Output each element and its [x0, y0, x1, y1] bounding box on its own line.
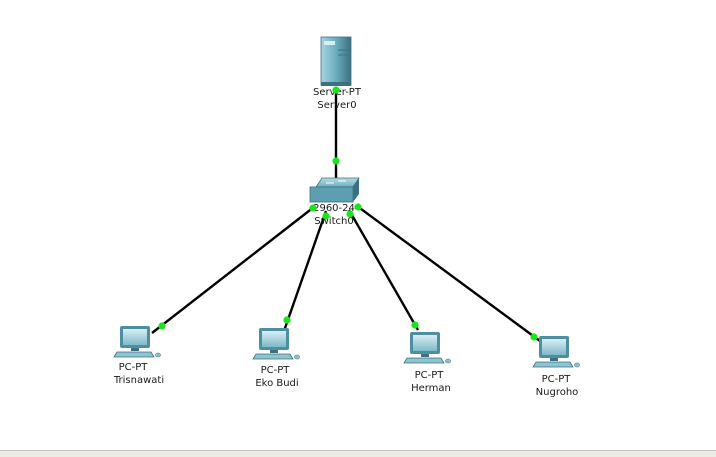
- server-name-label: Server0: [317, 100, 356, 111]
- server-device[interactable]: Server-PT Server0: [313, 36, 362, 111]
- port-up-dot: [530, 333, 538, 341]
- switch-icon: [309, 177, 360, 203]
- pc-device-eko-budi[interactable]: PC-PT Eko Budi: [252, 327, 300, 389]
- pc-icon: [532, 335, 580, 368]
- pc-device-nugroho[interactable]: PC-PT Nugroho: [532, 335, 580, 398]
- bottom-panel-edge: [0, 450, 716, 457]
- pc-name-label: Eko Budi: [255, 378, 298, 389]
- port-up-dot: [158, 322, 166, 330]
- port-up-dot: [322, 212, 330, 220]
- switch-device[interactable]: 2960-24 Switch0: [309, 177, 360, 227]
- pc-icon: [252, 327, 300, 360]
- pc-icon: [403, 331, 451, 364]
- pc-device-herman[interactable]: PC-PT Herman: [403, 331, 451, 394]
- pc-type-label: PC-PT: [119, 362, 149, 373]
- link-switch-pc-nugroho[interactable]: [356, 205, 541, 342]
- pc-name-label: Nugroho: [536, 387, 579, 398]
- pc-type-label: PC-PT: [415, 370, 445, 381]
- connections: [151, 88, 541, 342]
- port-up-dot: [411, 321, 419, 329]
- port-up-dot: [332, 157, 340, 165]
- link-switch-pc-trisnawati[interactable]: [151, 206, 315, 334]
- link-switch-pc-herman[interactable]: [347, 209, 420, 331]
- pc-name-label: Herman: [411, 383, 451, 394]
- pc-name-label: Trisnawati: [113, 375, 164, 386]
- port-up-dot: [283, 316, 291, 324]
- port-up-dot: [346, 210, 354, 218]
- pc-type-label: PC-PT: [542, 374, 572, 385]
- port-up-dot: [354, 203, 362, 211]
- pc-device-trisnawati[interactable]: PC-PT Trisnawati: [113, 325, 164, 386]
- port-up-dot: [332, 86, 340, 94]
- pc-type-label: PC-PT: [261, 365, 291, 376]
- switch-type-label: 2960-24: [313, 203, 355, 214]
- port-up-dot: [309, 204, 317, 212]
- server-icon: [320, 36, 352, 86]
- link-switch-pc-eko-budi[interactable]: [282, 210, 328, 332]
- switch-name-label: Switch0: [314, 216, 353, 227]
- port-status-indicators: [158, 86, 538, 341]
